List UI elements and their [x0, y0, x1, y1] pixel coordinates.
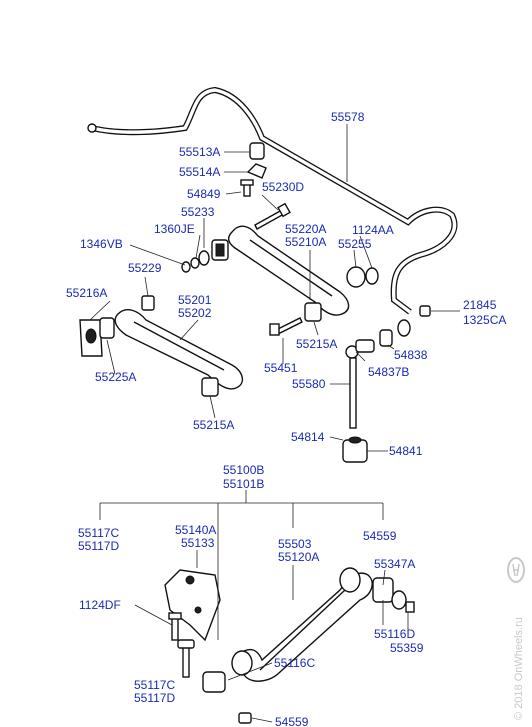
hyundai-logo-icon — [507, 557, 525, 583]
label-55140a: 55140A — [175, 523, 216, 537]
bolt-1124df — [168, 612, 182, 641]
stabilizer-bar-inner — [91, 88, 456, 314]
label-55210a: 55210A — [285, 235, 326, 249]
label-55514a: 55514A — [179, 165, 220, 179]
label-55133: 55133 — [181, 536, 215, 550]
label-54559-bottom: 54559 — [275, 715, 309, 727]
label-54838: 54838 — [394, 348, 428, 362]
label-55116d: 55116D — [374, 627, 415, 641]
label-55215a-lower: 55215A — [193, 418, 234, 432]
part-labels: 55578 55513A 55514A 54849 55230D 55233 1… — [66, 110, 506, 727]
label-55513a: 55513A — [179, 145, 220, 159]
watermark: © 2018 OnWheels.ru — [507, 557, 525, 720]
bolt-55451 — [269, 317, 303, 336]
bushing-55116d — [372, 577, 415, 613]
label-54837b: 54837B — [368, 365, 409, 379]
label-55201: 55201 — [178, 293, 212, 307]
bolt-55117c — [177, 639, 195, 678]
label-55117c-top: 55117C — [78, 526, 119, 540]
bolt-54849 — [240, 179, 254, 197]
watermark-text: © 2018 OnWheels.ru — [513, 617, 525, 720]
label-55578: 55578 — [331, 110, 365, 124]
label-55101b: 55101B — [223, 477, 264, 491]
bushing-55116c — [202, 671, 226, 693]
label-55220a: 55220A — [285, 222, 326, 236]
upper-arm-55220a — [227, 225, 379, 316]
label-55225a: 55225A — [95, 370, 136, 384]
bushing-55215a-upper — [304, 302, 322, 322]
label-55359: 55359 — [390, 641, 424, 655]
label-55100b: 55100B — [223, 463, 264, 477]
label-1124df: 1124DF — [79, 598, 121, 612]
label-1360je: 1360JE — [154, 222, 195, 236]
leader-lines — [89, 124, 460, 723]
label-55233: 55233 — [181, 205, 215, 219]
bushing-55513a — [249, 142, 265, 160]
bushing-55216a — [79, 319, 103, 357]
stabilizer-bar-end — [87, 123, 97, 133]
link-55580 — [345, 319, 411, 429]
label-54814: 54814 — [291, 430, 325, 444]
stabilizer-bar — [91, 86, 458, 315]
label-55202: 55202 — [178, 306, 212, 320]
bolt-55230d — [254, 202, 291, 230]
bracket-55514a — [246, 163, 267, 179]
label-55503: 55503 — [278, 537, 312, 551]
label-55117c-bottom: 55117C — [134, 678, 175, 692]
label-55216a: 55216A — [66, 286, 107, 300]
label-21845: 21845 — [463, 298, 497, 312]
bushing-54841 — [342, 436, 368, 463]
label-1346vb: 1346VB — [80, 237, 123, 251]
label-55451: 55451 — [264, 361, 298, 375]
label-55117d-top: 55117D — [78, 539, 119, 553]
lower-arm-55201 — [99, 309, 243, 397]
nut-21845 — [419, 305, 431, 317]
label-55347a: 55347A — [374, 557, 415, 571]
bushing-stack-55233 — [181, 239, 229, 273]
label-55215a-upper: 55215A — [296, 337, 337, 351]
label-54841: 54841 — [389, 444, 423, 458]
nut-54559 — [238, 712, 252, 724]
label-54849: 54849 — [187, 187, 221, 201]
label-55117d-bottom: 55117D — [134, 691, 175, 705]
label-55116c: 55116C — [274, 656, 315, 670]
label-54559-top: 54559 — [363, 529, 397, 543]
label-55580: 55580 — [292, 377, 326, 391]
label-55120a: 55120A — [278, 550, 319, 564]
label-55230d: 55230D — [262, 180, 304, 194]
label-1124aa: 1124AA — [352, 223, 394, 237]
label-55255: 55255 — [338, 237, 372, 251]
bracket-55140a — [164, 569, 221, 642]
label-1325ca: 1325CA — [463, 313, 506, 327]
label-55229: 55229 — [128, 261, 162, 275]
nut-55229 — [141, 295, 155, 311]
